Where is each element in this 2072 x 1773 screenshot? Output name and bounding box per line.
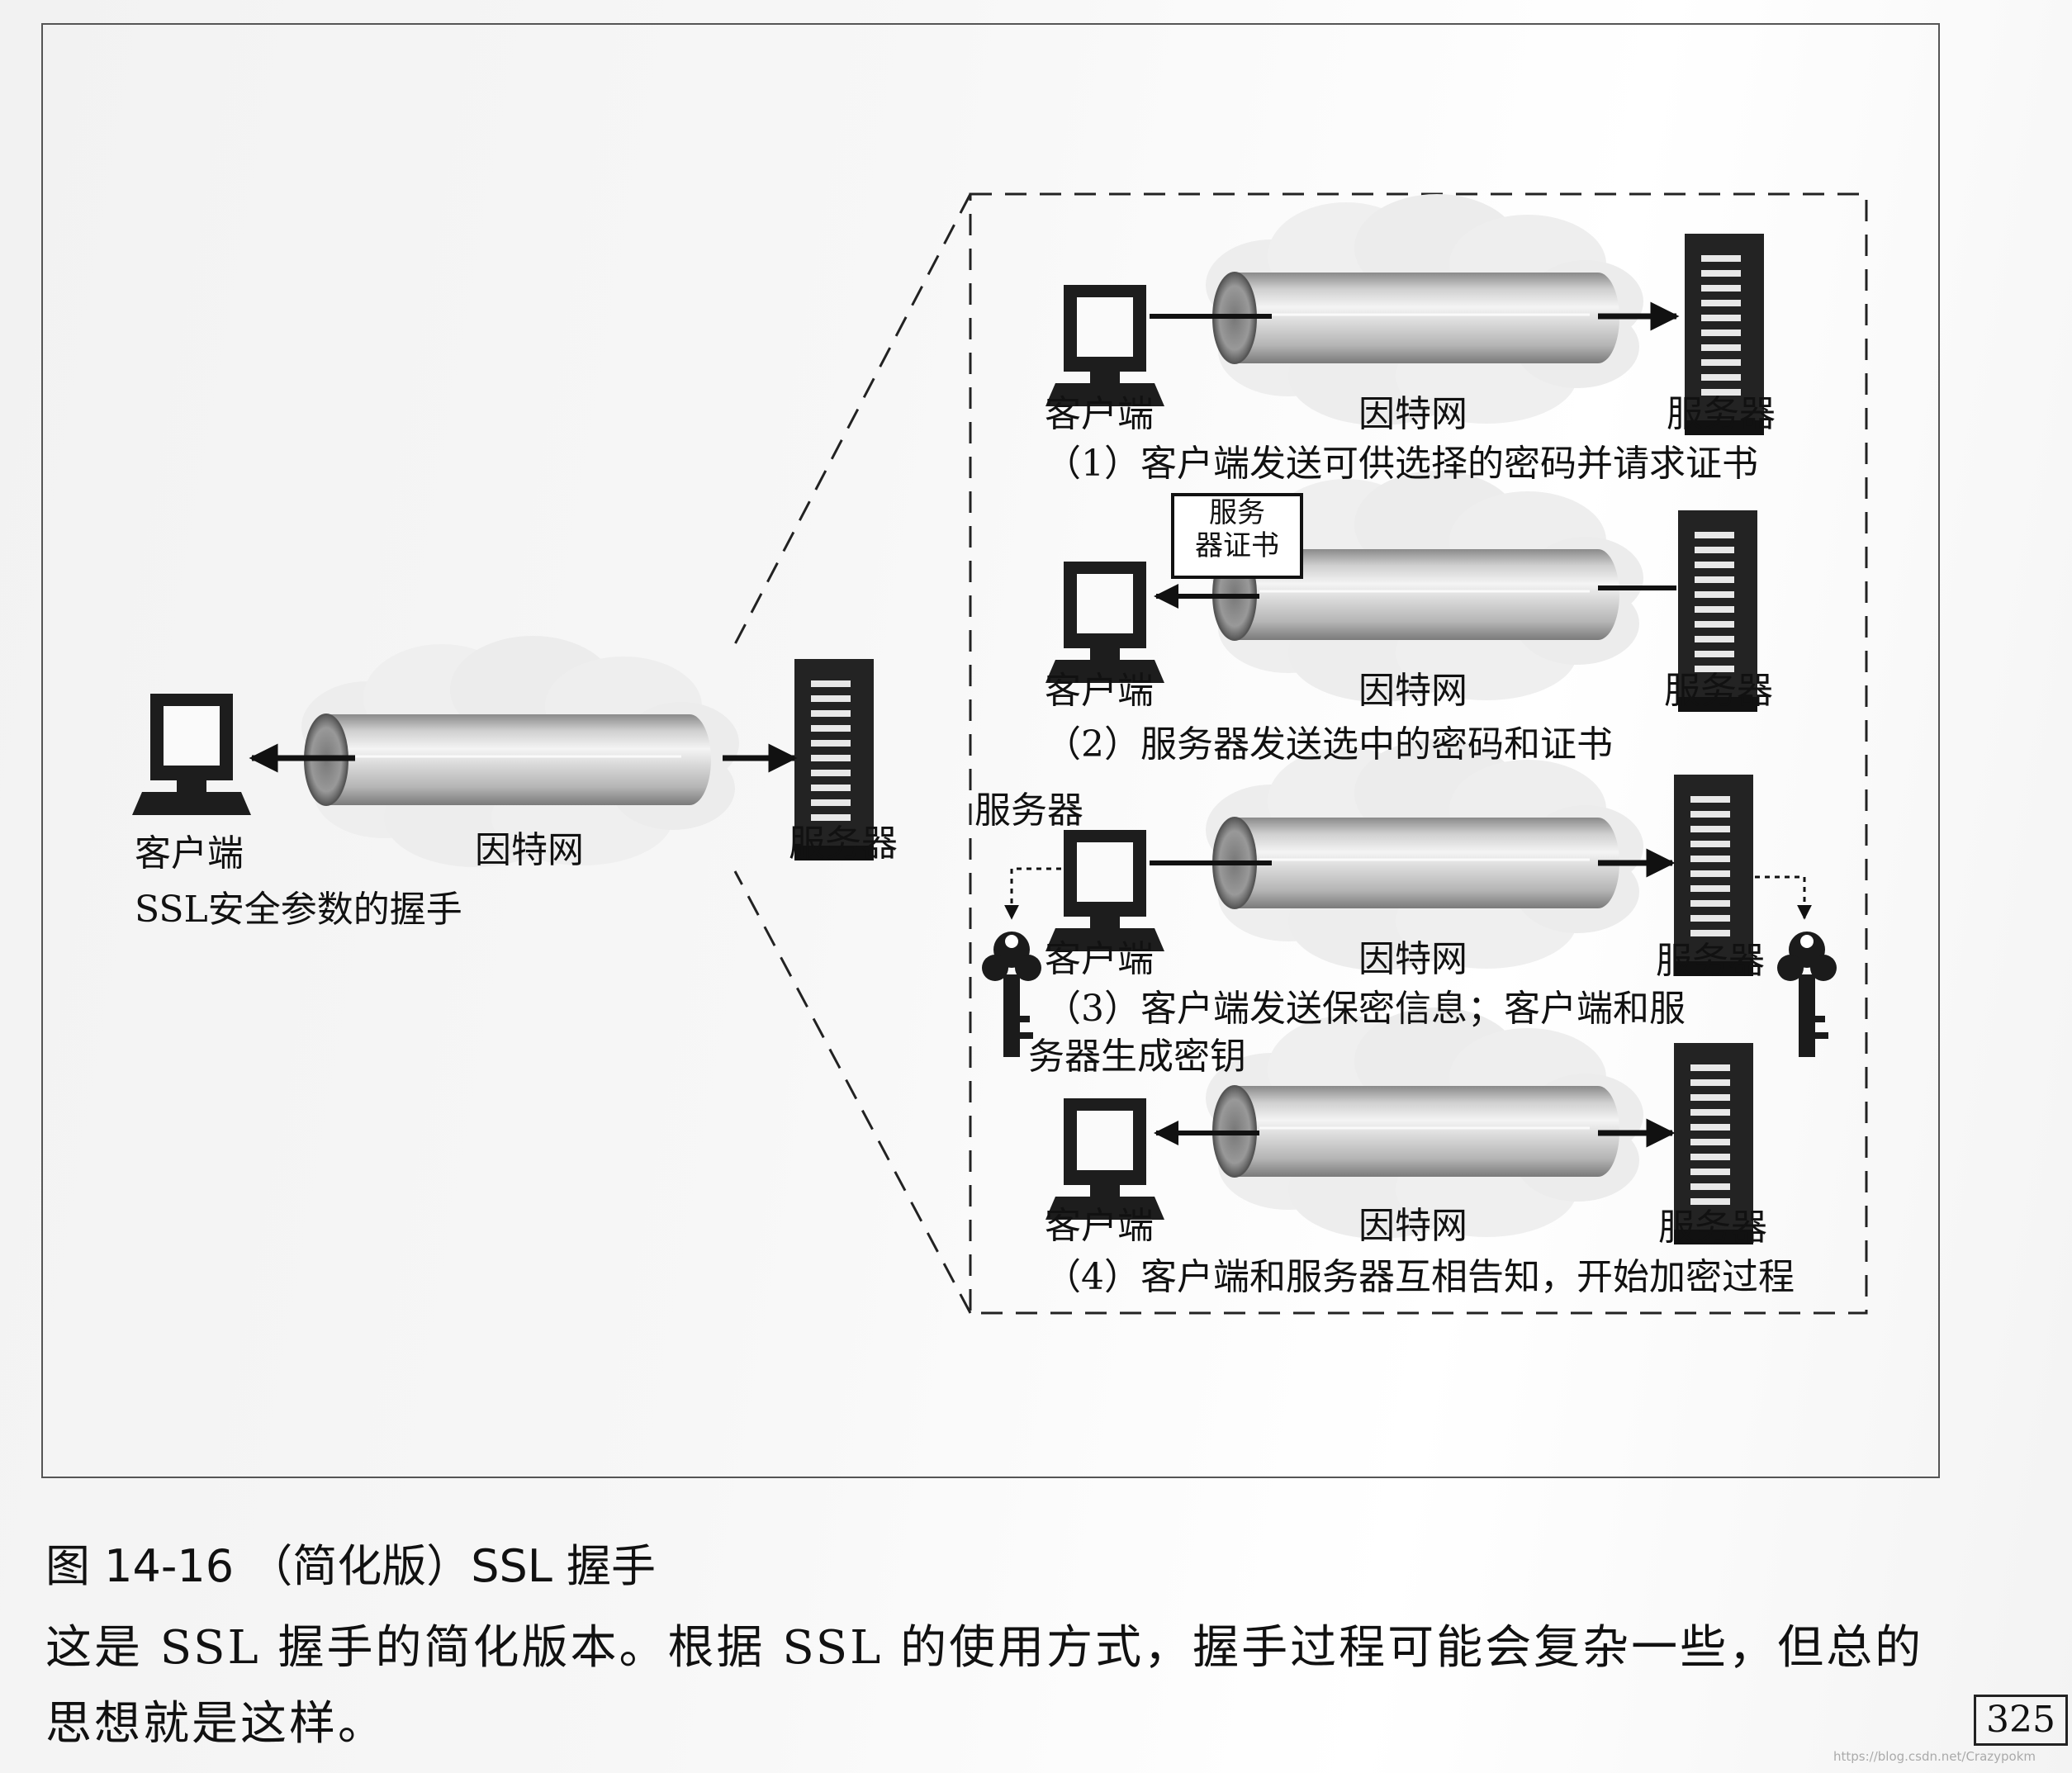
step-3-server-label: 服务器 [974,789,1083,832]
internet-label: 因特网 [1358,670,1467,712]
client-computer-icon [1045,285,1164,406]
client-computer-icon [132,694,251,815]
internet-label: 因特网 [1358,938,1467,980]
client-computer-icon [1045,1098,1164,1220]
server-certificate-box: 服务 器证书 [1171,493,1303,579]
step-1-diagram [1045,194,1764,435]
server-key-icon [1777,932,1837,1057]
internet-label: 因特网 [475,829,584,871]
step-4-caption: （4）客户端和服务器互相告知，开始加密过程 [1045,1256,1795,1298]
body-paragraph: 这是 SSL 握手的简化版本。根据 SSL 的使用方式，握手过程可能会复杂一些，… [45,1621,1924,1751]
client-label: 客户端 [1045,670,1154,712]
watermark: https://blog.csdn.net/Crazypokm [1833,1749,2036,1764]
server-label: 服务器 [1656,940,1765,982]
step-3-caption-line-1: （3）客户端发送保密信息；客户端和服 [1045,988,1686,1030]
cert-label-line-1: 服务 [1209,496,1265,529]
page-number: 325 [1974,1695,2068,1747]
step-4-diagram [1045,1007,1753,1244]
server-label: 服务器 [1664,670,1773,712]
internet-label: 因特网 [1358,1205,1467,1247]
figure-caption: 图 14-16 （简化版）SSL 握手 [45,1540,657,1592]
internet-tube [303,713,713,807]
client-label: 客户端 [1045,1205,1154,1247]
client-label: 客户端 [1045,393,1154,435]
server-label: 服务器 [1658,1206,1767,1249]
client-computer-icon [1045,830,1164,951]
server-label: 服务器 [789,823,898,865]
client-label: 客户端 [1045,938,1154,980]
server-label: 服务器 [1667,393,1776,435]
overview-diagram [132,636,874,867]
cert-label-line-2: 器证书 [1195,529,1279,562]
client-computer-icon [1045,562,1164,683]
step-2-diagram [1045,471,1757,712]
step-3-caption-line-2: 务器生成密钥 [1028,1036,1246,1078]
step-1-caption: （1）客户端发送可供选择的密码并请求证书 [1045,443,1758,485]
figure-frame [41,23,1940,1478]
overview-caption: SSL安全参数的握手 [135,889,462,931]
step-2-caption: （2）服务器发送选中的密码和证书 [1045,723,1613,766]
step-3-diagram [982,739,1837,1057]
client-label: 客户端 [135,832,244,875]
internet-label: 因特网 [1358,393,1467,435]
